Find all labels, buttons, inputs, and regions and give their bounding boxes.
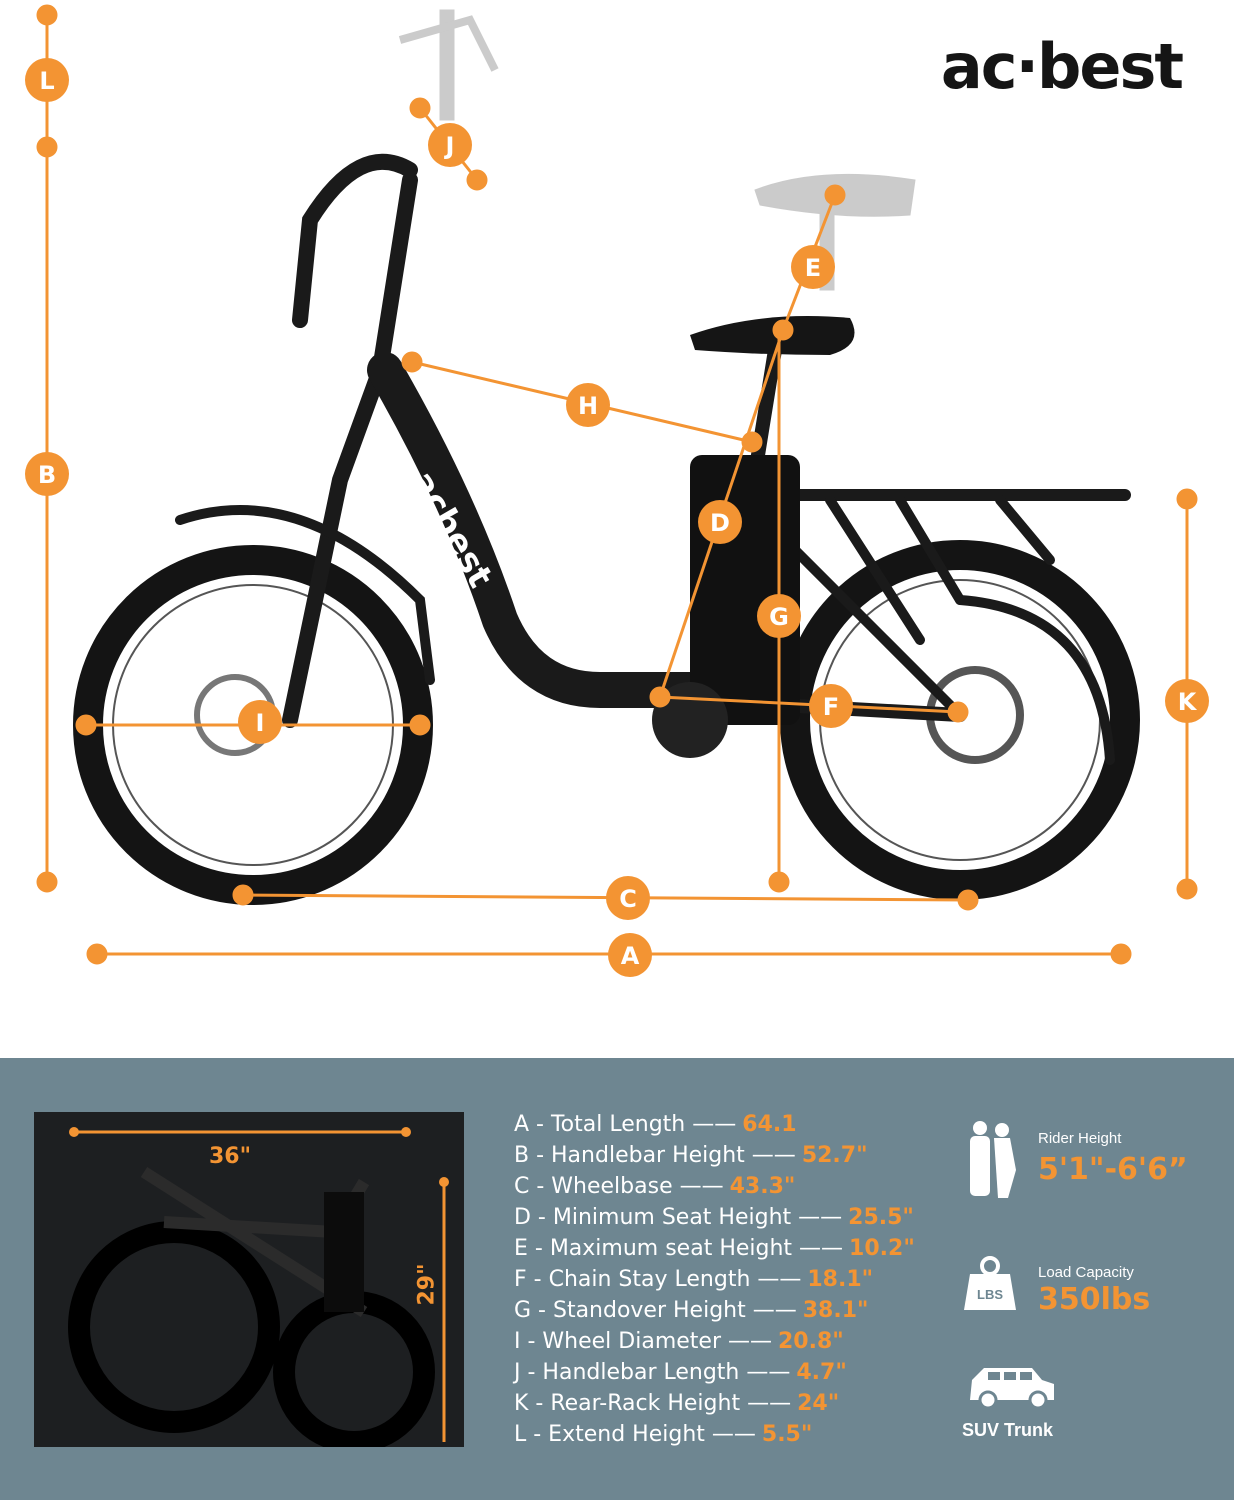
badge-h: H <box>566 383 610 427</box>
spec-item: D - Minimum Seat Height ——25.5" <box>514 1205 914 1230</box>
badge-e: E <box>791 245 835 289</box>
svg-text:A: A <box>621 942 640 970</box>
spec-item: B - Handlebar Height ——52.7" <box>514 1143 868 1168</box>
badge-d: D <box>698 500 742 544</box>
svg-text:G: G <box>769 603 789 631</box>
badge-a: A <box>608 933 652 977</box>
spec-item: L - Extend Height ——5.5" <box>514 1422 813 1447</box>
svg-text:D: D <box>710 509 730 537</box>
svg-text:J: J <box>444 132 455 160</box>
spec-item: F - Chain Stay Length ——18.1" <box>514 1267 874 1292</box>
badge-f: F <box>809 684 853 728</box>
bike-illustration: acbest A B C D E F G H I J K <box>25 4 1209 977</box>
dimension-lines <box>36 4 1198 965</box>
badge-j: J <box>428 123 472 167</box>
saddle <box>690 316 855 355</box>
bike-diagram: acbest A B C D E F G H I J K <box>25 4 1209 977</box>
svg-text:LBS: LBS <box>977 1287 1003 1302</box>
spec-item: E - Maximum seat Height ——10.2" <box>514 1236 915 1261</box>
svg-text:K: K <box>1178 688 1198 716</box>
svg-text:L: L <box>39 67 54 95</box>
badge-l: L <box>25 58 69 102</box>
spec-item: G - Standover Height ——38.1" <box>514 1298 869 1323</box>
spec-item: K - Rear-Rack Height ——24" <box>514 1391 840 1416</box>
specs-panel: 36" 29" A - Total Length ——64.1 B - Hand… <box>0 1058 1234 1500</box>
suv-trunk-label: SUV Trunk <box>962 1420 1054 1440</box>
svg-text:E: E <box>805 254 821 282</box>
load-capacity-feature: LBS Load Capacity 350lbs <box>960 1256 1150 1321</box>
badge-b: B <box>25 452 69 496</box>
svg-text:H: H <box>578 392 598 420</box>
dimension-badges: A B C D E F G H I J K L <box>25 58 1209 977</box>
badge-k: K <box>1165 679 1209 723</box>
badge-g: G <box>757 594 801 638</box>
suv-icon <box>970 1368 1054 1410</box>
folded-bike-photo: 36" 29" <box>34 1112 464 1447</box>
folded-width-label: 36" <box>209 1144 252 1169</box>
svg-text:F: F <box>823 693 839 721</box>
people-icon <box>970 1121 1016 1198</box>
brand-logo: ac·best <box>940 30 1184 103</box>
spec-item: C - Wheelbase ——43.3" <box>514 1174 796 1199</box>
suv-feature <box>966 1366 1058 1415</box>
weight-icon: LBS <box>964 1256 1016 1310</box>
svg-text:C: C <box>619 885 637 913</box>
motor <box>652 682 728 758</box>
svg-text:I: I <box>256 709 265 737</box>
folded-height-label: 29" <box>414 1263 440 1306</box>
spec-item: A - Total Length ——64.1 <box>514 1112 797 1137</box>
extended-position-ghost <box>398 9 916 291</box>
svg-text:B: B <box>38 461 56 489</box>
spec-list: A - Total Length ——64.1 B - Handlebar He… <box>514 1112 915 1453</box>
battery <box>690 455 800 725</box>
rider-height-feature: Rider Height 5'1"-6'6” <box>960 1120 1188 1205</box>
badge-i: I <box>238 700 282 744</box>
spec-item: J - Handlebar Length ——4.7" <box>514 1360 847 1385</box>
spec-item: I - Wheel Diameter ——20.8" <box>514 1329 844 1354</box>
badge-c: C <box>606 876 650 920</box>
